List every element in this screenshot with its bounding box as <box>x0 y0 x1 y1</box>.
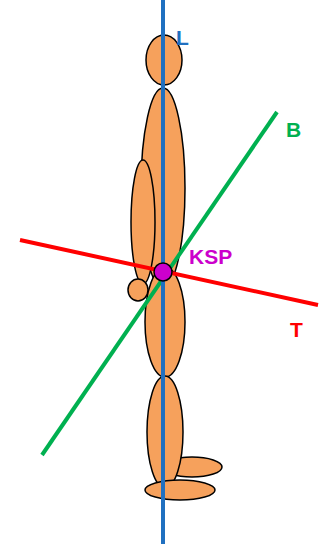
axis-label: L <box>176 26 189 50</box>
foot <box>145 480 215 500</box>
hand <box>128 279 148 301</box>
center-point <box>154 263 172 281</box>
axis-label: T <box>290 318 303 342</box>
axis-line <box>20 240 318 305</box>
axis-label: KSP <box>189 245 232 269</box>
axis-line <box>42 112 277 455</box>
axis-label: B <box>286 118 301 142</box>
